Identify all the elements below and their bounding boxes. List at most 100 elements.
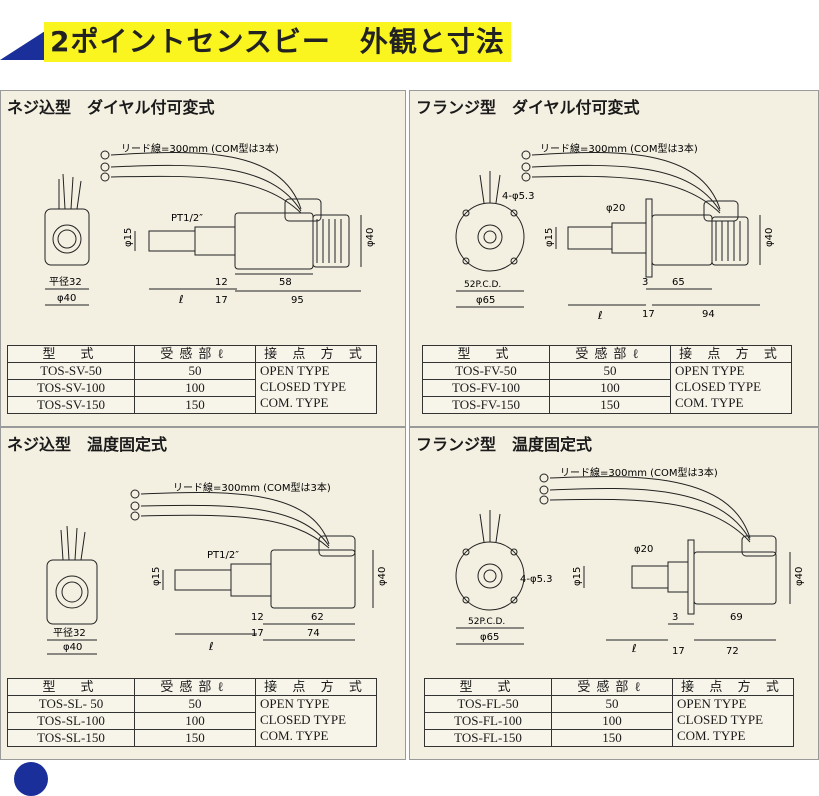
pipe-dia-label: φ15 <box>572 567 583 586</box>
dim-c-label: 58 <box>279 277 292 288</box>
table-cell-model: TOS-FL-150 <box>424 729 552 747</box>
table-cell-model: TOS-SV-150 <box>7 396 135 414</box>
table-cell-length: 150 <box>134 729 256 747</box>
lead-label: リード線=300mm (COM型は3本) <box>173 481 331 494</box>
pcd-label: 52P.C.D. <box>464 280 501 290</box>
type-open: OPEN TYPE <box>677 696 747 711</box>
base-dia-label: φ40 <box>57 293 76 304</box>
table-cell-model: TOS-SV-100 <box>7 379 135 397</box>
table-cell-length: 50 <box>549 362 671 380</box>
table-cell-model: TOS-FV-50 <box>422 362 550 380</box>
table-cell-length: 50 <box>551 695 673 713</box>
panel-flange-fixed: フランジ型 温度固定式 リード線=300mm (COM型は3本) 4-φ5.3 … <box>409 427 819 760</box>
header-contact: 接 点 方 式 <box>672 678 794 696</box>
hex-label: 平径32 <box>53 626 86 639</box>
type-closed: CLOSED TYPE <box>260 379 347 394</box>
flange-dia-label: φ65 <box>476 295 495 306</box>
dim-b-label: 17 <box>215 295 228 306</box>
type-open: OPEN TYPE <box>260 363 330 378</box>
pipe-dia-label: φ15 <box>123 228 134 247</box>
lead-label: リード線=300mm (COM型は3本) <box>560 466 718 479</box>
table-cell-model: TOS-SL-150 <box>7 729 135 747</box>
table-cell-length: 100 <box>134 712 256 730</box>
type-open: OPEN TYPE <box>675 363 745 378</box>
dim-a-label: 3 <box>672 612 678 623</box>
panel-title: ネジ込型 温度固定式 <box>7 435 168 454</box>
table-cell-model: TOS-SL-100 <box>7 712 135 730</box>
flange-dia-label: φ65 <box>480 632 499 643</box>
thread-label: PT1/2″ <box>171 213 203 224</box>
panel-title: フランジ型 ダイヤル付可変式 <box>416 98 640 117</box>
table-cell-length: 50 <box>134 362 256 380</box>
table-cell-model: TOS-FV-150 <box>422 396 550 414</box>
dim-d-label: 95 <box>291 295 304 306</box>
header-length: 受感部ℓ <box>134 345 256 363</box>
header-model: 型 式 <box>7 345 135 363</box>
type-closed: CLOSED TYPE <box>675 379 762 394</box>
pipe-dia-label: φ15 <box>151 567 162 586</box>
table-cell-length: 150 <box>551 729 673 747</box>
dim-c-label: 69 <box>730 612 743 623</box>
dim-c-label: 62 <box>311 612 324 623</box>
table-cell-model: TOS-FL-100 <box>424 712 552 730</box>
header-model: 型 式 <box>422 345 550 363</box>
header-length: 受感部ℓ <box>551 678 673 696</box>
hex-label: 平径32 <box>49 275 82 288</box>
dim-c-label: 65 <box>672 277 685 288</box>
panel-screw-fixed: ネジ込型 温度固定式 リード線=300mm (COM型は3本) PT1/2″ φ… <box>0 427 406 760</box>
body-dia-label: φ40 <box>794 567 805 586</box>
flange-fixed-drawing: リード線=300mm (COM型は3本) 4-φ5.3 φ20 φ15 φ40 … <box>455 466 805 657</box>
holes-label: 4-φ5.3 <box>520 574 552 585</box>
dim-a-label: 12 <box>251 612 264 623</box>
type-com: COM. TYPE <box>260 395 329 410</box>
table-cell-model: TOS-SL- 50 <box>7 695 135 713</box>
dim-d-label: 94 <box>702 309 715 320</box>
table-cell-length: 50 <box>134 695 256 713</box>
table-cell-model: TOS-SV-50 <box>7 362 135 380</box>
d20-label: φ20 <box>606 203 625 214</box>
header-length: 受感部ℓ <box>549 345 671 363</box>
length-l-label: ℓ <box>208 640 214 653</box>
table-cell-model: TOS-FV-100 <box>422 379 550 397</box>
flange-dial-drawing: リード線=300mm (COM型は3本) 4-φ5.3 φ20 φ15 φ40 … <box>455 142 775 322</box>
length-l-label: ℓ <box>597 309 603 322</box>
dim-b-label: 17 <box>251 628 264 639</box>
header-contact: 接 点 方 式 <box>670 345 792 363</box>
screw-fixed-drawing: リード線=300mm (COM型は3本) PT1/2″ φ15 φ40 平径32… <box>46 481 388 655</box>
type-closed: CLOSED TYPE <box>260 712 347 727</box>
pipe-dia-label: φ15 <box>544 228 555 247</box>
type-com: COM. TYPE <box>677 728 746 743</box>
table-cell-length: 100 <box>549 379 671 397</box>
body-dia-label: φ40 <box>365 228 376 247</box>
panel-title: フランジ型 温度固定式 <box>416 435 593 454</box>
footer-bullet <box>14 762 48 796</box>
table-cell-length: 150 <box>549 396 671 414</box>
header-contact: 接 点 方 式 <box>255 678 377 696</box>
length-l-label: ℓ <box>631 642 637 655</box>
lead-label: リード線=300mm (COM型は3本) <box>121 142 279 155</box>
holes-label: 4-φ5.3 <box>502 191 534 202</box>
dim-d-label: 74 <box>307 628 320 639</box>
type-com: COM. TYPE <box>260 728 329 743</box>
header-model: 型 式 <box>424 678 552 696</box>
page-title: 2ポイントセンスビー 外観と寸法 <box>44 22 511 62</box>
dim-d-label: 72 <box>726 646 739 657</box>
header-length: 受感部ℓ <box>134 678 256 696</box>
header: 2ポイントセンスビー 外観と寸法 <box>0 0 819 90</box>
panel-flange-dial: フランジ型 ダイヤル付可変式 リード線=300mm (COM型は3本) 4-φ5… <box>409 90 819 427</box>
dim-b-label: 17 <box>642 309 655 320</box>
table-cell-length: 100 <box>134 379 256 397</box>
dim-a-label: 12 <box>215 277 228 288</box>
type-open: OPEN TYPE <box>260 696 330 711</box>
lead-label: リード線=300mm (COM型は3本) <box>540 142 698 155</box>
dim-a-label: 3 <box>642 277 648 288</box>
pcd-label: 52P.C.D. <box>468 617 505 627</box>
table-cell-model: TOS-FL-50 <box>424 695 552 713</box>
panel-title: ネジ込型 ダイヤル付可変式 <box>7 98 215 117</box>
panel-screw-dial: ネジ込型 ダイヤル付可変式 リード線=300mm (COM型は3本) <box>0 90 406 427</box>
body-dia-label: φ40 <box>377 567 388 586</box>
